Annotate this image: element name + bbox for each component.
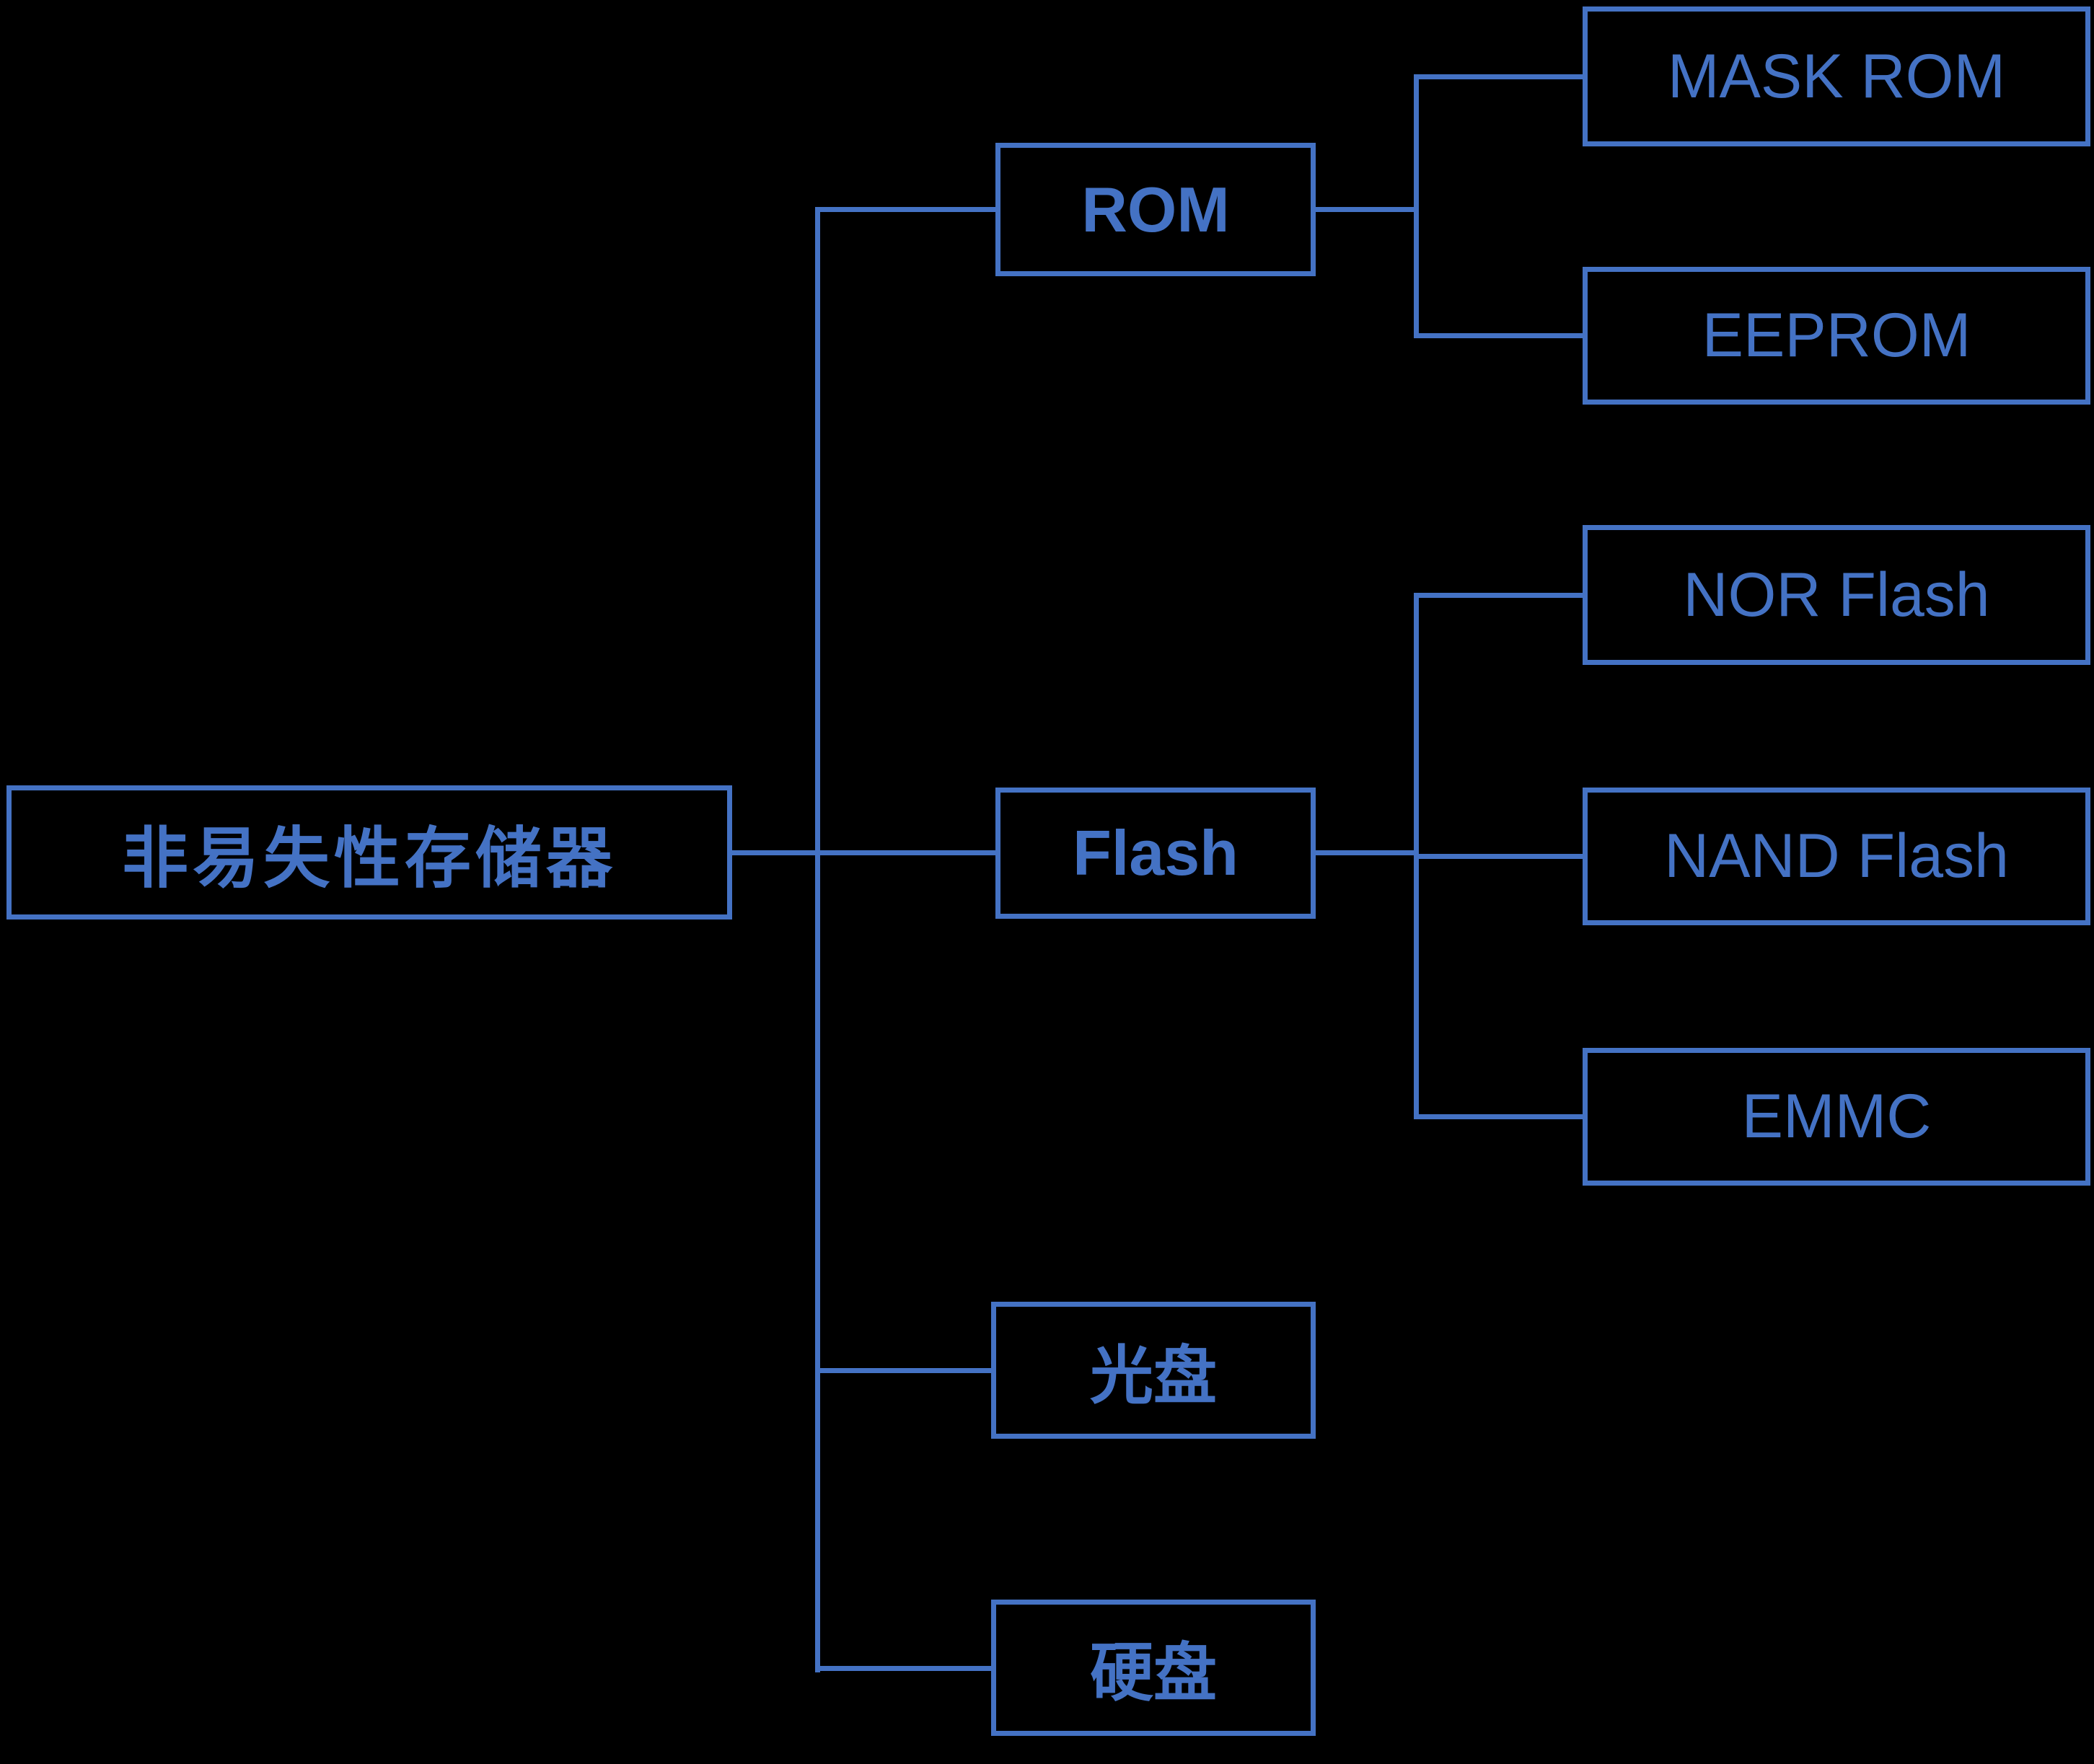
connector-trunk-to-optical-disc	[817, 1368, 991, 1373]
node-nor-flash: NOR Flash	[1583, 525, 2090, 665]
node-root-nonvolatile-memory: 非易失性存储器	[6, 785, 732, 920]
connector-to-eeprom	[1416, 333, 1583, 338]
node-flash-label: Flash	[1073, 817, 1239, 888]
connector-flash-to-branch	[1316, 850, 1416, 855]
node-optical-disc-label: 光盘	[1089, 1339, 1217, 1411]
node-eeprom-label: EEPROM	[1702, 301, 1971, 370]
node-flash: Flash	[995, 788, 1316, 919]
connector-to-mask-rom	[1416, 74, 1583, 79]
connector-to-nand-flash	[1416, 854, 1583, 859]
node-nand-flash: NAND Flash	[1583, 788, 2090, 925]
node-root-label: 非易失性存储器	[121, 821, 617, 896]
node-emmc: EMMC	[1583, 1048, 2090, 1186]
connector-rom-to-branch	[1316, 207, 1416, 212]
node-emmc-label: EMMC	[1741, 1082, 1932, 1151]
node-eeprom: EEPROM	[1583, 267, 2090, 405]
connector-rom-vertical	[1414, 74, 1419, 338]
connector-trunk-to-flash	[817, 850, 995, 855]
node-hard-disk-label: 硬盘	[1089, 1637, 1217, 1708]
connector-trunk-vertical	[815, 207, 820, 1672]
node-hard-disk: 硬盘	[991, 1600, 1316, 1736]
connector-trunk-to-hard-disk	[817, 1666, 991, 1671]
node-nor-flash-label: NOR Flash	[1683, 560, 1990, 630]
node-mask-rom-label: MASK ROM	[1667, 41, 2006, 111]
connector-trunk-to-rom	[817, 207, 995, 212]
connector-to-nor-flash	[1416, 593, 1583, 598]
node-rom-label: ROM	[1081, 173, 1230, 245]
node-mask-rom: MASK ROM	[1583, 6, 2090, 146]
node-nand-flash-label: NAND Flash	[1664, 821, 2009, 891]
node-optical-disc: 光盘	[991, 1302, 1316, 1439]
connector-root-to-trunk	[732, 850, 817, 855]
connector-to-emmc	[1416, 1114, 1583, 1119]
node-rom: ROM	[995, 143, 1316, 276]
